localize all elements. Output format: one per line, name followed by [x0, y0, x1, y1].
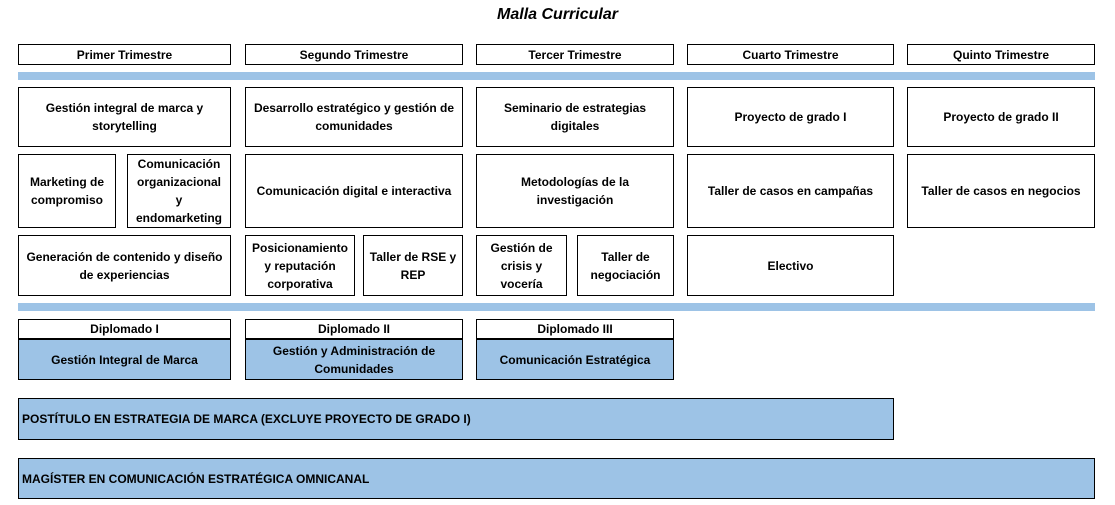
- course-taller-rse-rep: Taller de RSE y REP: [363, 235, 463, 296]
- separator-bottom: [18, 303, 1095, 311]
- trimester-header-5: Quinto Trimestre: [907, 44, 1095, 65]
- page-title: Malla Curricular: [497, 6, 618, 23]
- course-comunicacion-digital: Comunicación digital e interactiva: [245, 154, 463, 228]
- course-taller-casos-campanas: Taller de casos en campañas: [687, 154, 894, 228]
- diplomado-3-label: Diplomado III: [476, 319, 674, 339]
- trimester-header-1: Primer Trimestre: [18, 44, 231, 65]
- course-taller-negociacion: Taller de negociación: [577, 235, 674, 296]
- course-comunicacion-organizacional: Comunicación organizacional y endomarket…: [127, 154, 231, 228]
- course-proyecto-grado-1: Proyecto de grado I: [687, 87, 894, 147]
- diplomado-2-name: Gestión y Administración de Comunidades: [245, 339, 463, 380]
- diplomado-3-name: Comunicación Estratégica: [476, 339, 674, 380]
- trimester-header-4: Cuarto Trimestre: [687, 44, 894, 65]
- course-seminario-estrategias-digitales: Seminario de estrategias digitales: [476, 87, 674, 147]
- course-desarrollo-estrategico: Desarrollo estratégico y gestión de comu…: [245, 87, 463, 147]
- course-generacion-contenido: Generación de contenido y diseño de expe…: [18, 235, 231, 296]
- course-gestion-integral-marca: Gestión integral de marca y storytelling: [18, 87, 231, 147]
- diplomado-1-name: Gestión Integral de Marca: [18, 339, 231, 380]
- course-taller-casos-negocios: Taller de casos en negocios: [907, 154, 1095, 228]
- separator-top: [18, 72, 1095, 80]
- diplomado-1-label: Diplomado I: [18, 319, 231, 339]
- magister-bar: MAGÍSTER EN COMUNICACIÓN ESTRATÉGICA OMN…: [18, 458, 1095, 499]
- diplomado-2-label: Diplomado II: [245, 319, 463, 339]
- postitulo-bar: POSTÍTULO EN ESTRATEGIA DE MARCA (EXCLUY…: [18, 398, 894, 440]
- course-marketing-compromiso: Marketing de compromiso: [18, 154, 116, 228]
- course-proyecto-grado-2: Proyecto de grado II: [907, 87, 1095, 147]
- trimester-header-3: Tercer Trimestre: [476, 44, 674, 65]
- course-posicionamiento-reputacion: Posicionamiento y reputación corporativa: [245, 235, 355, 296]
- course-metodologias-investigacion: Metodologías de la investigación: [476, 154, 674, 228]
- course-electivo: Electivo: [687, 235, 894, 296]
- course-gestion-crisis: Gestión de crisis y vocería: [476, 235, 567, 296]
- trimester-header-2: Segundo Trimestre: [245, 44, 463, 65]
